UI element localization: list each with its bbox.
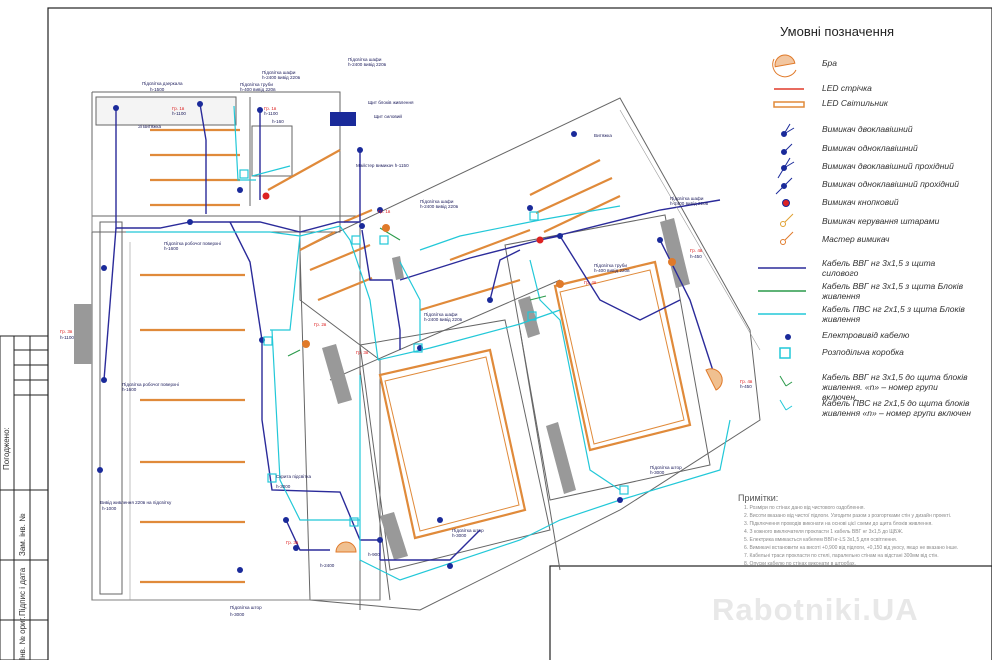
dimension-lines xyxy=(91,109,761,601)
legend-item-label: Вимикач двоклавішний прохідний xyxy=(822,161,954,171)
plan-label: Щит блоків живлення xyxy=(368,100,414,105)
plan-label: h-2400 вивід 220в xyxy=(262,75,301,80)
note-item: 8. Опуски кабелю по стінах виконати в шт… xyxy=(744,561,856,567)
legend-item-label: Вимикач одноклавішний прохідний xyxy=(822,179,960,189)
legend-item-label: Кабель ВВГ нг 3х1,5 з щита силового xyxy=(822,258,936,278)
plan-label: h-1100 xyxy=(60,335,74,340)
plan-label: Підсвітка робочої поверхні xyxy=(164,241,221,246)
legend-item-label: Вимикач кнопковий xyxy=(822,197,899,207)
plan-label: Підсвітка шафи xyxy=(670,196,704,201)
plan-label: Гр. 4в xyxy=(740,379,753,384)
signature-date-label: Підпис і дата xyxy=(18,567,27,616)
plan-label: h-450 xyxy=(740,384,752,389)
note-item: 6. Вимикачі встановити на висоті +0,900 … xyxy=(744,545,959,551)
inv-replace-label: Зам. інв. № xyxy=(18,513,27,556)
note-item: 7. Кабельні траси прокласти по стелі, па… xyxy=(744,553,939,559)
plan-label: h-450 xyxy=(690,254,702,259)
orig-inv-label: Інв. № ориг. xyxy=(18,616,27,660)
legend-item-label: Мастер вимикач xyxy=(822,234,890,244)
note-item: 3. Підключення проводів виконати на осно… xyxy=(744,521,933,527)
side-stamp xyxy=(0,335,49,660)
plan-label: h-1600 xyxy=(164,246,179,251)
plan-label: Витяжка xyxy=(594,133,612,138)
plan-label: Підсвітка шафи xyxy=(420,199,454,204)
plan-devices xyxy=(97,101,723,573)
plan-label: Гр. 1в xyxy=(378,209,391,214)
note-item: 5. Електрика вмикається кабелем ВВГнг-LS… xyxy=(744,537,898,543)
plan-label: Майстер вимикач h-1150 xyxy=(356,163,409,168)
plan-label: Підсвітка штор xyxy=(650,465,682,470)
title-block-frame xyxy=(549,565,992,660)
plan-label: Гр. 3в xyxy=(286,540,299,545)
plan-label: h-3000 xyxy=(276,484,291,489)
plan-label: h-3000 xyxy=(650,470,665,475)
plan-label: h-2400 вивід 220в xyxy=(670,201,709,206)
plan-label: h-1100 xyxy=(264,111,278,116)
plan-label: Підсвітка шафи xyxy=(262,70,296,75)
plan-label: h-1000 xyxy=(102,506,117,511)
note-item: 4. З кожного виключателя прокласти 1 каб… xyxy=(744,529,904,535)
floor-plan-walls xyxy=(74,91,761,611)
plan-label: Підсвітка штор xyxy=(452,528,484,533)
cable-vvg-blocks xyxy=(287,227,547,357)
note-item: 1. Розміри по стінах дано від чистового … xyxy=(744,505,865,511)
approval-label: Погоджено: xyxy=(2,427,11,470)
plan-label: Гр. 1в xyxy=(264,106,277,111)
plan-label: Підсвітка робочої поверхні xyxy=(122,382,179,387)
plan-label: Підсвітка труби xyxy=(594,263,627,268)
led-fixtures xyxy=(140,128,692,584)
plan-label: h-160 xyxy=(272,119,284,124)
cable-pvs xyxy=(126,105,731,581)
legend-item-label: Вимикач двоклавішний xyxy=(822,124,913,134)
plan-label: h-2400 вивід 220в xyxy=(348,62,387,67)
legend-item-label: Вимикач одноклавішний xyxy=(822,143,918,153)
plan-label: h-400 вивід 220в xyxy=(594,268,630,273)
plan-label: Вивід живлення 220в на підсвітку xyxy=(100,500,172,505)
watermark: Rabotniki.UA xyxy=(712,592,919,627)
plan-label: Підсвітка шафи xyxy=(424,312,458,317)
legend-item-label: Кабель ПВС нг 2х1,5 з щита Блоків живлен… xyxy=(822,304,965,324)
plan-label: Гр. 1в xyxy=(172,106,185,111)
legend-item-label: Вимикач керування штарами xyxy=(822,216,940,226)
plan-label: h-3000 xyxy=(452,533,467,538)
plan-label: Підсвітка шафи xyxy=(348,57,382,62)
legend-symbols xyxy=(758,54,806,411)
legend-item-label: Кабель ВВГ нг 3х1,5 до щита блоків живле… xyxy=(822,372,968,402)
legend-title: Умовні позначення xyxy=(780,24,895,39)
plan-label: h-3000 xyxy=(230,612,245,617)
plan-label: Гр. 4в xyxy=(584,280,597,285)
plan-label: Гр. 3в xyxy=(60,329,73,334)
plan-label: h-1600 xyxy=(122,387,137,392)
plan-label: Підсвітка труби xyxy=(240,82,273,87)
plan-label: h-400 вивід 220в xyxy=(240,87,276,92)
legend-item-label: LED стрічка xyxy=(822,83,872,93)
plan-label: h-1100 xyxy=(172,111,186,116)
plan-label: h-900 xyxy=(368,552,380,557)
legend-item-label: Розподільча коробка xyxy=(822,347,904,357)
note-item: 2. Висоти вказано від чистої підлоги. Уз… xyxy=(744,513,952,519)
plan-label: Гр. 4в xyxy=(690,248,703,253)
plan-label: h-2400 вивід 220в xyxy=(420,204,459,209)
legend-item-label: Електровивід кабелю xyxy=(822,330,910,340)
legend-item-label: Кабель ВВГ нг 3х1,5 з щита Блоків живлен… xyxy=(822,281,964,301)
plan-label: h-2400 вивід 220в xyxy=(424,317,463,322)
plan-label: h-1500 xyxy=(150,87,165,92)
plan-label: Гр. 3в xyxy=(356,350,369,355)
legend-item-label: LED Світильник xyxy=(822,98,888,108)
plan-label: Підсвітка штор xyxy=(230,605,262,610)
plan-label: Підсвітка дзеркала xyxy=(142,81,183,86)
plan-label: Щит силовий xyxy=(374,114,402,119)
notes-title: Примітки: xyxy=(738,493,779,503)
legend-item-label: Бра xyxy=(822,58,837,68)
plan-label: Зі Витяжка xyxy=(138,124,162,129)
plan-label: Скрита підсвітка xyxy=(276,474,312,479)
legend-item-label: Кабель ПВС нг 2х1,5 до щита блоків живле… xyxy=(822,398,971,418)
plan-label: h-2400 xyxy=(320,563,335,568)
plan-label: Гр. 2в xyxy=(314,322,327,327)
